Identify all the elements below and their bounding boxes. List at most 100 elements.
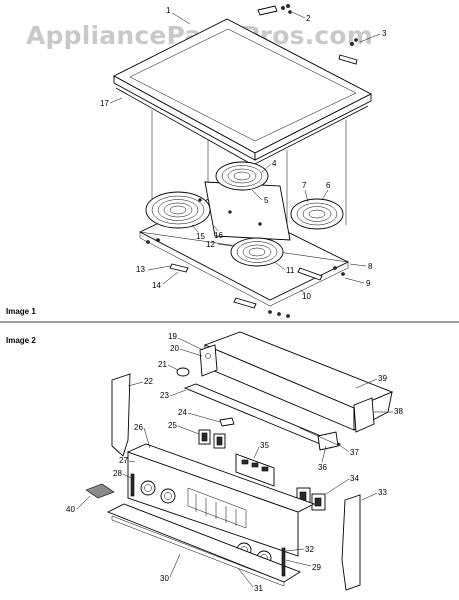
switch-b-rocker	[216, 436, 223, 446]
glass-cooktop-inner-edge	[129, 28, 357, 142]
switch-a-rocker	[201, 432, 208, 442]
callout-2: 2	[306, 14, 311, 23]
leader-1	[171, 12, 191, 25]
leader-16	[213, 225, 219, 232]
end-cap-left	[199, 344, 218, 377]
control-knob-1	[140, 480, 156, 496]
element-bracket-right	[297, 267, 323, 281]
leader-6	[321, 189, 329, 201]
leader-5	[251, 189, 263, 201]
callout-16: 16	[214, 231, 223, 240]
callout-19: 19	[168, 332, 177, 341]
callout-8: 8	[368, 262, 373, 271]
callout-23: 23	[160, 391, 169, 400]
leader-15	[191, 224, 199, 233]
callout-21: 21	[158, 360, 167, 369]
callout-1: 1	[166, 6, 171, 15]
callout-9: 9	[366, 279, 371, 288]
callout-13: 13	[136, 265, 145, 274]
leader-13	[147, 265, 171, 271]
lower-trim-edge	[111, 515, 285, 587]
burner-box-lip	[139, 231, 349, 307]
leader-4	[261, 163, 272, 173]
control-rod	[299, 427, 341, 447]
leader-30	[169, 553, 181, 578]
callout-29: 29	[312, 563, 321, 572]
callout-6: 6	[326, 181, 331, 190]
leader-29	[285, 559, 312, 567]
leader-26	[143, 427, 151, 449]
leader-34	[325, 478, 350, 495]
leader-8	[349, 263, 367, 267]
leader-10	[299, 289, 306, 294]
callout-14: 14	[152, 281, 161, 290]
callout-22: 22	[144, 377, 153, 386]
surface-element-right-rear	[290, 198, 344, 230]
callout-25: 25	[168, 421, 177, 430]
callout-34: 34	[350, 474, 359, 483]
control-panel-display	[187, 487, 247, 529]
section-label-image1: Image 1	[6, 307, 36, 316]
leader-3	[359, 33, 381, 43]
element-bracket-center	[233, 297, 257, 309]
callout-12: 12	[206, 240, 215, 249]
callout-26: 26	[134, 423, 143, 432]
leader-7	[304, 189, 309, 203]
panel-end-strip	[130, 473, 135, 497]
callout-30: 30	[160, 574, 169, 583]
callout-37: 37	[350, 448, 359, 457]
leader-39	[355, 378, 378, 389]
leader-27	[128, 460, 136, 463]
callout-17: 17	[100, 99, 109, 108]
leader-40	[76, 495, 91, 510]
image1-callouts: 1 2 3 4 5 6 7 8 9 10 11 12 13 14 15 16 1…	[100, 6, 387, 301]
switch-clip	[219, 417, 235, 427]
clock-button-1	[241, 459, 249, 465]
leader-12	[217, 243, 233, 247]
callout-28: 28	[113, 469, 122, 478]
callout-38: 38	[394, 407, 403, 416]
leader-23	[169, 389, 187, 397]
insert-card	[85, 483, 115, 499]
callout-36: 36	[318, 463, 327, 472]
section-label-image2: Image 2	[6, 336, 36, 345]
control-knob-2	[160, 488, 176, 504]
leader-33	[361, 492, 378, 501]
leader-35	[253, 446, 260, 459]
callout-40: 40	[66, 505, 75, 514]
leader-22	[127, 381, 144, 387]
callout-10: 10	[302, 292, 311, 301]
trim-strip	[183, 383, 342, 449]
callout-5: 5	[264, 196, 269, 205]
clip-hardware	[338, 38, 358, 65]
side-end-panel-left	[111, 373, 131, 457]
callout-15: 15	[196, 232, 205, 241]
callout-7: 7	[302, 181, 307, 190]
element-bracket-left	[169, 263, 189, 273]
callout-27: 27	[119, 456, 128, 465]
image2-callouts: 19 20 21 22 23 24 25 26 27 28 29 30 31 3…	[66, 332, 403, 593]
clock-button-3	[261, 466, 269, 472]
callout-3: 3	[382, 29, 387, 38]
leader-24	[187, 412, 221, 423]
surface-element-left-front	[145, 191, 211, 229]
panel-end-strip-right	[281, 547, 286, 577]
control-panel-top	[126, 443, 316, 513]
infinite-switch-1-contact	[299, 491, 307, 501]
callout-32: 32	[305, 545, 314, 554]
lower-trim	[106, 503, 302, 583]
callout-31: 31	[254, 584, 263, 593]
leader-19	[177, 337, 204, 351]
surface-element-left-rear	[215, 161, 269, 191]
leader-17	[109, 97, 123, 104]
leader-9	[344, 277, 365, 284]
support-lines	[151, 110, 347, 230]
end-cap-hole	[205, 353, 211, 359]
leader-21	[167, 364, 179, 371]
display-grid	[195, 494, 237, 526]
leader-36	[321, 445, 327, 463]
end-cap	[353, 397, 375, 433]
callout-39: 39	[378, 374, 387, 383]
callout-4: 4	[272, 159, 277, 168]
